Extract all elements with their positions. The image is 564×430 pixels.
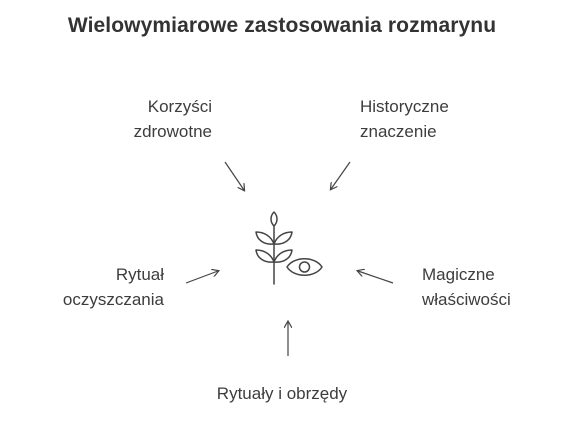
node-cleansing-line1: Rytuał [115, 265, 164, 284]
node-history-line1: Historyczne [360, 97, 449, 116]
arrow-from-health [224, 161, 244, 190]
plant-icon [255, 211, 293, 285]
node-magic-line1: Magiczne [422, 265, 495, 284]
node-historical-significance: Historyczne znaczenie [360, 94, 500, 144]
node-health-benefits: Korzyści zdrowotne [96, 94, 212, 144]
node-magical-properties: Magiczne właściwości [422, 262, 552, 312]
node-magic-line2: właściwości [422, 290, 511, 309]
node-cleansing-ritual: Rytuał oczyszczania [40, 262, 164, 312]
node-health-line2: zdrowotne [133, 122, 212, 141]
eye-icon [286, 258, 323, 276]
arrow-from-cleansing [185, 271, 218, 284]
arrow-from-magic [358, 271, 394, 284]
node-health-line1: Korzyści [147, 97, 212, 116]
node-history-line2: znaczenie [360, 122, 437, 141]
node-rituals-ceremonies: Rytuały i obrzędy [182, 381, 382, 406]
diagram-title: Wielowymiarowe zastosowania rozmarynu [67, 14, 497, 37]
node-cleansing-line2: oczyszczania [62, 290, 164, 309]
node-rituals-line1: Rytuały i obrzędy [216, 384, 348, 403]
arrow-from-history [331, 161, 351, 189]
